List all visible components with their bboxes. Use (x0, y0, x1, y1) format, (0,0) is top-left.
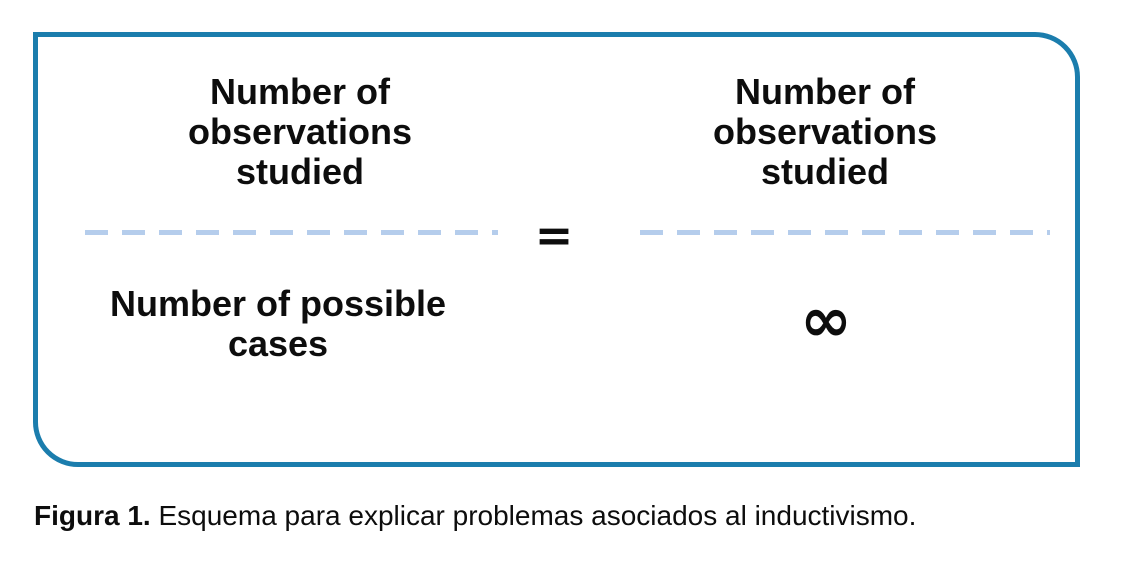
diagram-box: Number of observations studied Number of… (33, 32, 1080, 467)
caption-text: Esquema para explicar problemas asociado… (158, 500, 917, 531)
caption-label: Figura 1. (34, 500, 151, 531)
right-fraction-numerator: Number of observations studied (713, 72, 937, 192)
numerator-line: Number of (209, 71, 390, 112)
numerator-line: Number of (734, 71, 915, 112)
infinity-symbol: ∞ (800, 283, 852, 356)
equals-sign: = (534, 208, 574, 262)
figure-caption: Figura 1. Esquema para explicar problema… (34, 499, 916, 533)
right-fraction-bar (640, 230, 1050, 235)
numerator-line: observations (187, 111, 413, 152)
left-fraction-denominator: Number of possible cases (110, 284, 446, 364)
left-fraction-bar (85, 230, 498, 235)
numerator-line: observations (712, 111, 938, 152)
numerator-line: studied (760, 151, 890, 192)
numerator-line: studied (235, 151, 365, 192)
left-fraction-numerator: Number of observations studied (188, 72, 412, 192)
denominator-line: cases (227, 323, 329, 364)
denominator-line: Number of possible (109, 283, 447, 324)
